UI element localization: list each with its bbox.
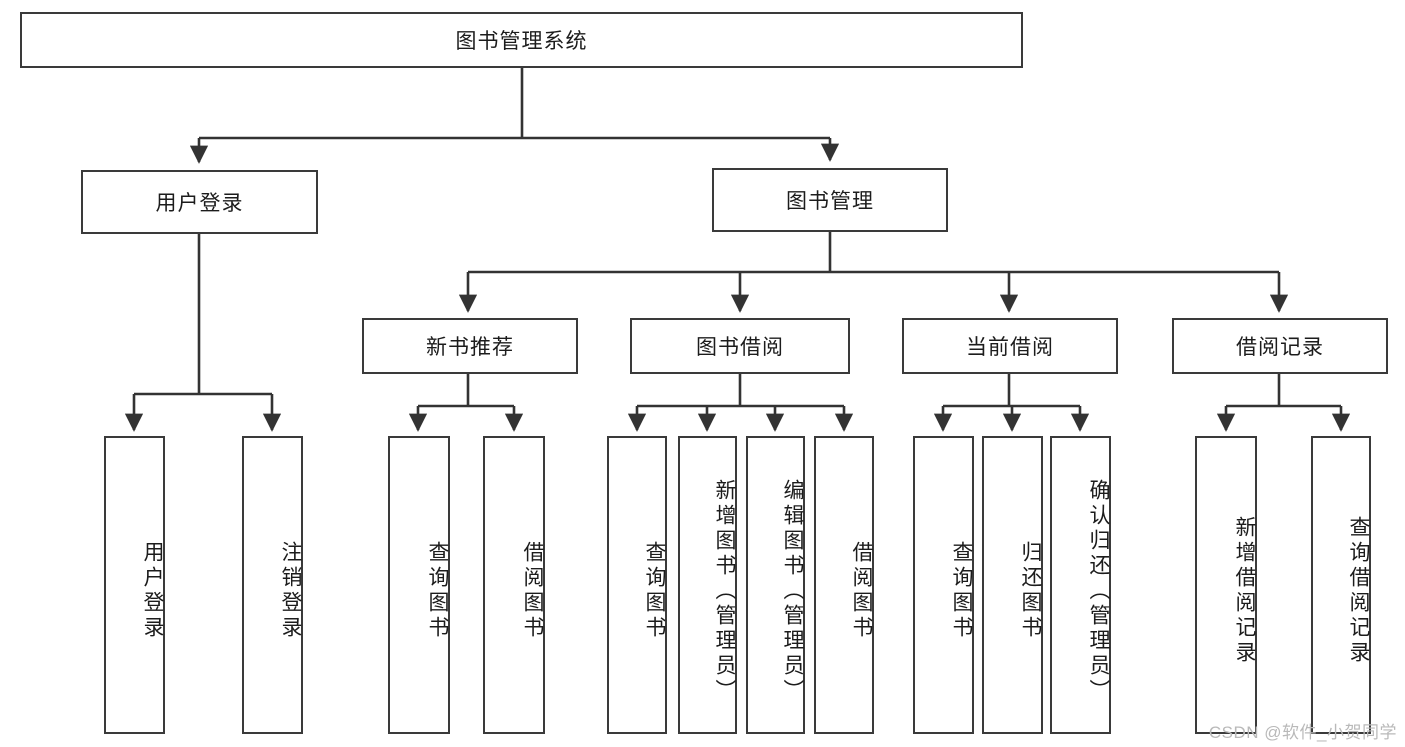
- leaf-query-record-label: 查询借阅记录: [1347, 516, 1370, 666]
- node-root-label: 图书管理系统: [455, 30, 588, 53]
- leaf-user-logout-label: 注销登录: [279, 541, 302, 641]
- leaf-add-record-label: 新增借阅记录: [1233, 516, 1256, 666]
- leaf-user-login[interactable]: 用户登录: [104, 436, 165, 734]
- node-borrow-record-label: 借阅记录: [1236, 336, 1324, 359]
- leaf-query-book-1-label: 查询图书: [426, 541, 449, 641]
- leaf-query-book-3-label: 查询图书: [950, 541, 973, 641]
- watermark: CSDN @软件_小贺同学: [1208, 723, 1397, 742]
- node-book-borrow-label: 图书借阅: [696, 336, 784, 359]
- leaf-add-book[interactable]: 新增图书（管理员）: [678, 436, 737, 734]
- leaf-confirm-return[interactable]: 确认归还（管理员）: [1050, 436, 1111, 734]
- leaf-confirm-return-label: 确认归还（管理员）: [1087, 478, 1110, 704]
- leaf-user-login-label: 用户登录: [141, 541, 164, 641]
- leaf-query-book-2[interactable]: 查询图书: [607, 436, 667, 734]
- leaf-query-book-1[interactable]: 查询图书: [388, 436, 450, 734]
- leaf-borrow-book-2-label: 借阅图书: [850, 541, 873, 641]
- leaf-borrow-book-1[interactable]: 借阅图书: [483, 436, 545, 734]
- node-book-borrow[interactable]: 图书借阅: [630, 318, 850, 374]
- node-book-manage-label: 图书管理: [786, 190, 874, 213]
- node-new-book-recommend-label: 新书推荐: [426, 336, 514, 359]
- node-user-login[interactable]: 用户登录: [81, 170, 318, 234]
- node-book-manage[interactable]: 图书管理: [712, 168, 948, 232]
- leaf-return-book[interactable]: 归还图书: [982, 436, 1043, 734]
- leaf-edit-book-label: 编辑图书（管理员）: [781, 478, 804, 704]
- node-borrow-record[interactable]: 借阅记录: [1172, 318, 1388, 374]
- node-current-borrow-label: 当前借阅: [966, 336, 1054, 359]
- leaf-return-book-label: 归还图书: [1019, 541, 1042, 641]
- node-new-book-recommend[interactable]: 新书推荐: [362, 318, 578, 374]
- node-current-borrow[interactable]: 当前借阅: [902, 318, 1118, 374]
- leaf-query-book-2-label: 查询图书: [643, 541, 666, 641]
- node-user-login-label: 用户登录: [155, 192, 244, 215]
- leaf-borrow-book-2[interactable]: 借阅图书: [814, 436, 874, 734]
- node-root[interactable]: 图书管理系统: [20, 12, 1023, 68]
- leaf-borrow-book-1-label: 借阅图书: [521, 541, 544, 641]
- leaf-edit-book[interactable]: 编辑图书（管理员）: [746, 436, 805, 734]
- leaf-query-record[interactable]: 查询借阅记录: [1311, 436, 1371, 734]
- leaf-user-logout[interactable]: 注销登录: [242, 436, 303, 734]
- leaf-add-record[interactable]: 新增借阅记录: [1195, 436, 1257, 734]
- leaf-add-book-label: 新增图书（管理员）: [713, 478, 736, 704]
- leaf-query-book-3[interactable]: 查询图书: [913, 436, 974, 734]
